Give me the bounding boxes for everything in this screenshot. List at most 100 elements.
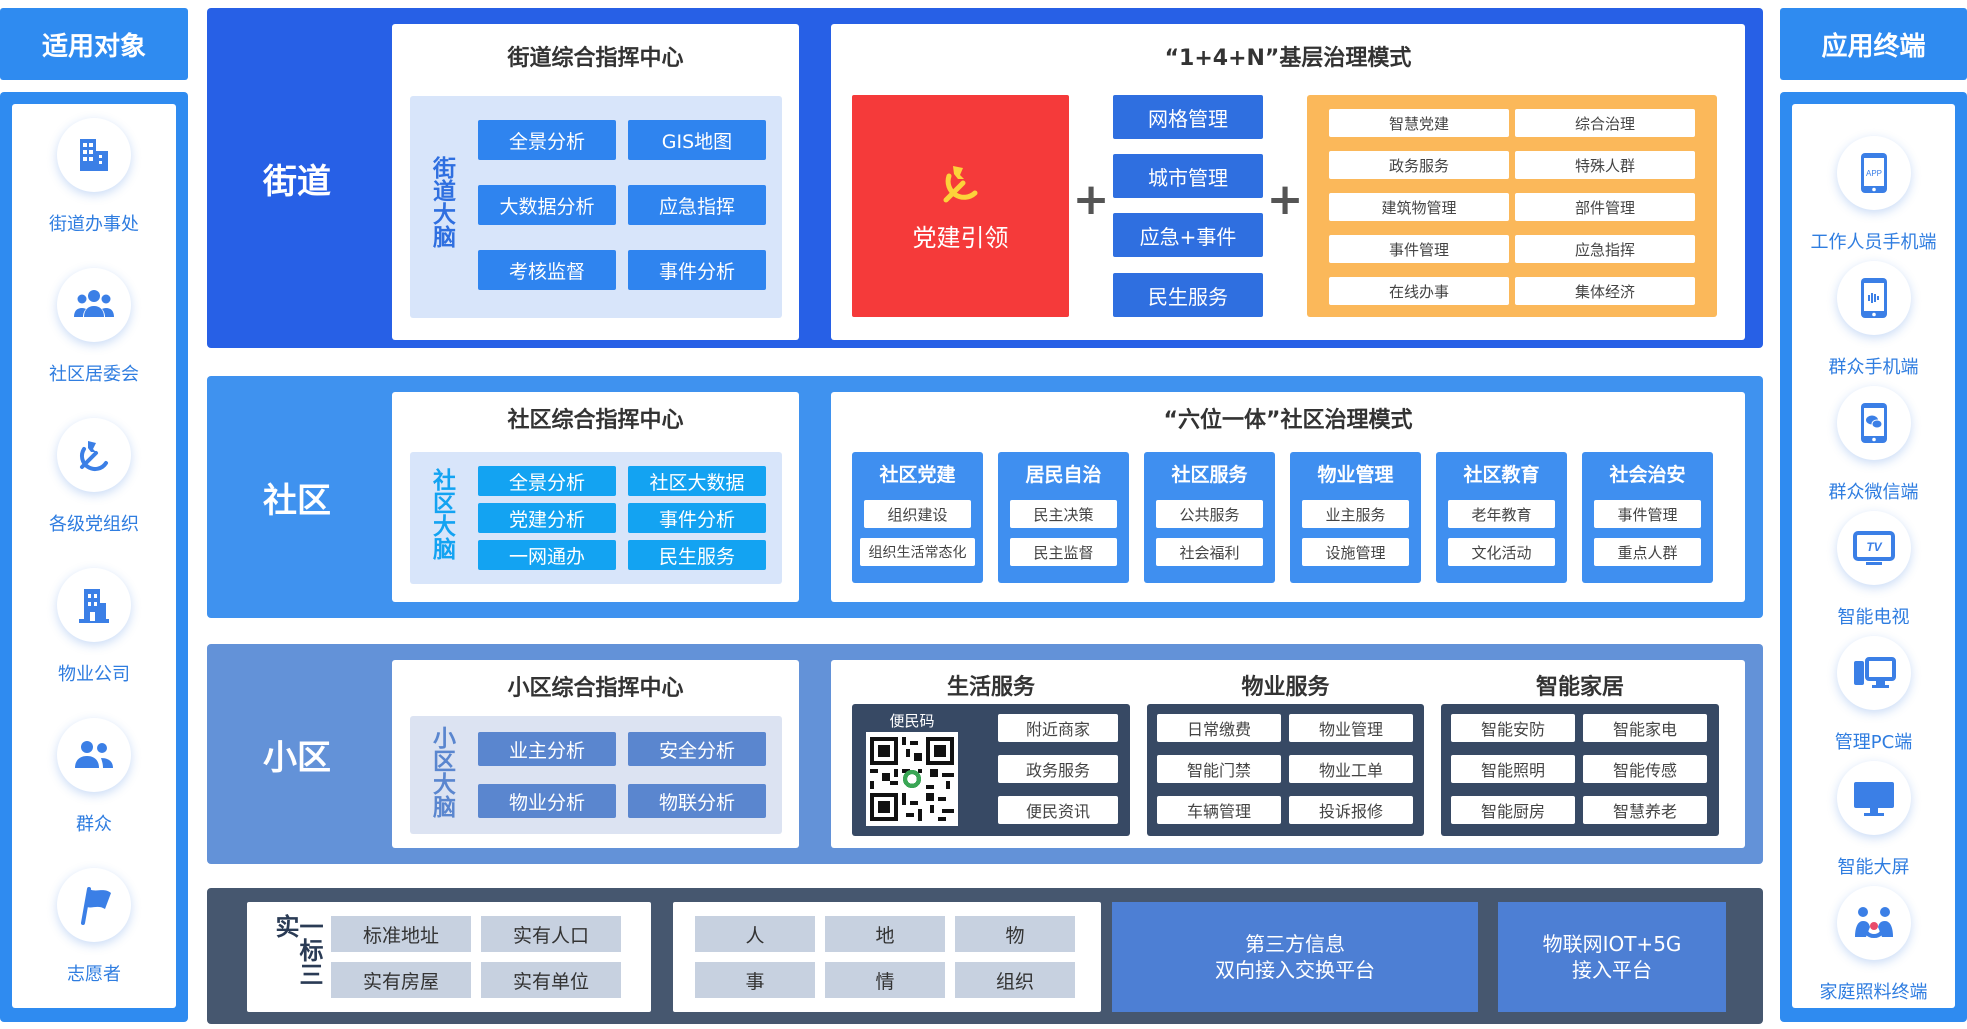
target-public[interactable]: 群众 (12, 718, 176, 858)
estate-chip[interactable]: 物联分析 (628, 784, 766, 818)
six-card-item[interactable]: 组织生活常态化 (860, 538, 975, 566)
six-card[interactable]: 社区教育 老年教育 文化活动 (1436, 452, 1567, 583)
terminal-pc[interactable]: 管理PC端 (1792, 636, 1955, 761)
base-element[interactable]: 人 (695, 916, 815, 952)
terminal-public-mobile[interactable]: 群众手机端 (1792, 261, 1955, 386)
four-platform-item[interactable]: 应急+事件 (1113, 213, 1263, 257)
six-card-item[interactable]: 公共服务 (1156, 500, 1263, 528)
street-chip[interactable]: 应急指挥 (628, 185, 766, 225)
six-card[interactable]: 社会治安 事件管理 重点人群 (1582, 452, 1713, 583)
six-card-item[interactable]: 老年教育 (1448, 500, 1555, 528)
community-chip[interactable]: 社区大数据 (628, 466, 766, 496)
n-service-item[interactable]: 智慧党建 (1329, 109, 1509, 137)
life-service-item[interactable]: 附近商家 (998, 714, 1118, 742)
four-platform-item[interactable]: 网格管理 (1113, 95, 1263, 139)
target-volunteer[interactable]: 志愿者 (12, 868, 176, 1008)
property-service-item[interactable]: 物业管理 (1289, 714, 1413, 742)
six-card[interactable]: 物业管理 业主服务 设施管理 (1290, 452, 1421, 583)
property-service-item[interactable]: 物业工单 (1289, 755, 1413, 783)
six-card-item[interactable]: 民主决策 (1010, 500, 1117, 528)
terminal-big-screen[interactable]: 智能大屏 (1792, 761, 1955, 886)
base-item[interactable]: 实有人口 (481, 916, 621, 952)
target-party-org[interactable]: 各级党组织 (12, 418, 176, 558)
n-service-item[interactable]: 集体经济 (1515, 277, 1695, 305)
six-card-item[interactable]: 业主服务 (1302, 500, 1409, 528)
base-item[interactable]: 实有房屋 (331, 962, 471, 998)
life-service-item[interactable]: 便民资讯 (998, 796, 1118, 824)
terminal-label: 家庭照料终端 (1819, 982, 1928, 1003)
smart-home-item[interactable]: 智慧养老 (1583, 796, 1707, 824)
life-service-item[interactable]: 政务服务 (998, 755, 1118, 783)
smart-home-card: 智能安防 智能家电 智能照明 智能传感 智能厨房 智慧养老 (1441, 704, 1719, 836)
street-chip[interactable]: 大数据分析 (478, 185, 616, 225)
street-chip[interactable]: 考核监督 (478, 250, 616, 290)
one-standard-three-real-label: 一标三实 (271, 914, 323, 1002)
six-card-item[interactable]: 重点人群 (1594, 538, 1701, 566)
n-service-item[interactable]: 应急指挥 (1515, 235, 1695, 263)
n-service-item[interactable]: 在线办事 (1329, 277, 1509, 305)
community-chip[interactable]: 事件分析 (628, 503, 766, 533)
estate-chip[interactable]: 安全分析 (628, 732, 766, 766)
six-card-item[interactable]: 文化活动 (1448, 538, 1555, 566)
six-card-item[interactable]: 事件管理 (1594, 500, 1701, 528)
six-card-item[interactable]: 民主监督 (1010, 538, 1117, 566)
one-standard-three-real-panel: 一标三实 标准地址 实有人口 实有房屋 实有单位 (247, 902, 651, 1012)
four-platform-item[interactable]: 民生服务 (1113, 273, 1263, 317)
base-element[interactable]: 情 (825, 962, 945, 998)
six-card-title: 物业管理 (1317, 463, 1394, 486)
six-card[interactable]: 社区服务 公共服务 社会福利 (1144, 452, 1275, 583)
smart-home-item[interactable]: 智能照明 (1451, 755, 1575, 783)
community-chip[interactable]: 一网通办 (478, 540, 616, 570)
base-element[interactable]: 地 (825, 916, 945, 952)
qr-code-icon[interactable] (866, 732, 958, 826)
base-item[interactable]: 标准地址 (331, 916, 471, 952)
target-label: 志愿者 (67, 964, 121, 985)
property-service-item[interactable]: 日常缴费 (1157, 714, 1281, 742)
n-service-item[interactable]: 事件管理 (1329, 235, 1509, 263)
community-label-text: 社区 (263, 480, 331, 521)
property-service-item[interactable]: 投诉报修 (1289, 796, 1413, 824)
right-column-title: 应用终端 (1780, 8, 1967, 80)
terminal-public-wechat[interactable]: 群众微信端 (1792, 386, 1955, 511)
target-property-company[interactable]: 物业公司 (12, 568, 176, 708)
street-command-center: 街道综合指挥中心 街道大脑 全景分析 GIS地图 大数据分析 应急指挥 考核监督… (392, 24, 799, 340)
party-lead-box[interactable]: 党建引领 (852, 95, 1069, 317)
community-chip[interactable]: 民生服务 (628, 540, 766, 570)
smart-home-item[interactable]: 智能厨房 (1451, 796, 1575, 824)
smart-home-item[interactable]: 智能传感 (1583, 755, 1707, 783)
n-service-item[interactable]: 政务服务 (1329, 151, 1509, 179)
base-element[interactable]: 事 (695, 962, 815, 998)
n-service-item[interactable]: 综合治理 (1515, 109, 1695, 137)
target-street-office[interactable]: 街道办事处 (12, 118, 176, 258)
iot-access-platform[interactable]: 物联网IOT+5G 接入平台 (1498, 902, 1726, 1012)
street-chip[interactable]: 全景分析 (478, 120, 616, 160)
street-chip[interactable]: 事件分析 (628, 250, 766, 290)
base-element[interactable]: 物 (955, 916, 1075, 952)
smart-home-item[interactable]: 智能安防 (1451, 714, 1575, 742)
terminal-smart-tv[interactable]: TV 智能电视 (1792, 511, 1955, 636)
n-service-item[interactable]: 部件管理 (1515, 193, 1695, 221)
n-service-item[interactable]: 特殊人群 (1515, 151, 1695, 179)
street-chip[interactable]: GIS地图 (628, 120, 766, 160)
six-card-item[interactable]: 组织建设 (864, 500, 971, 528)
property-service-item[interactable]: 智能门禁 (1157, 755, 1281, 783)
estate-chip[interactable]: 物业分析 (478, 784, 616, 818)
six-card[interactable]: 社区党建 组织建设 组织生活常态化 (852, 452, 983, 583)
six-card[interactable]: 居民自治 民主决策 民主监督 (998, 452, 1129, 583)
target-community-committee[interactable]: 社区居委会 (12, 268, 176, 408)
six-card-item[interactable]: 设施管理 (1302, 538, 1409, 566)
four-platform-item[interactable]: 城市管理 (1113, 154, 1263, 198)
terminal-family-care[interactable]: 家庭照料终端 (1792, 886, 1955, 1011)
community-chip[interactable]: 全景分析 (478, 466, 616, 496)
estate-chip[interactable]: 业主分析 (478, 732, 616, 766)
community-chip[interactable]: 党建分析 (478, 503, 616, 533)
terminal-staff-mobile[interactable]: APP 工作人员手机端 (1792, 136, 1955, 261)
third-party-exchange-platform[interactable]: 第三方信息 双向接入交换平台 (1112, 902, 1478, 1012)
n-service-item[interactable]: 建筑物管理 (1329, 193, 1509, 221)
six-card-item[interactable]: 社会福利 (1156, 538, 1263, 566)
property-service-item[interactable]: 车辆管理 (1157, 796, 1281, 824)
base-item[interactable]: 实有单位 (481, 962, 621, 998)
base-element[interactable]: 组织 (955, 962, 1075, 998)
smart-home-item[interactable]: 智能家电 (1583, 714, 1707, 742)
plus-sign: + (1266, 173, 1304, 225)
